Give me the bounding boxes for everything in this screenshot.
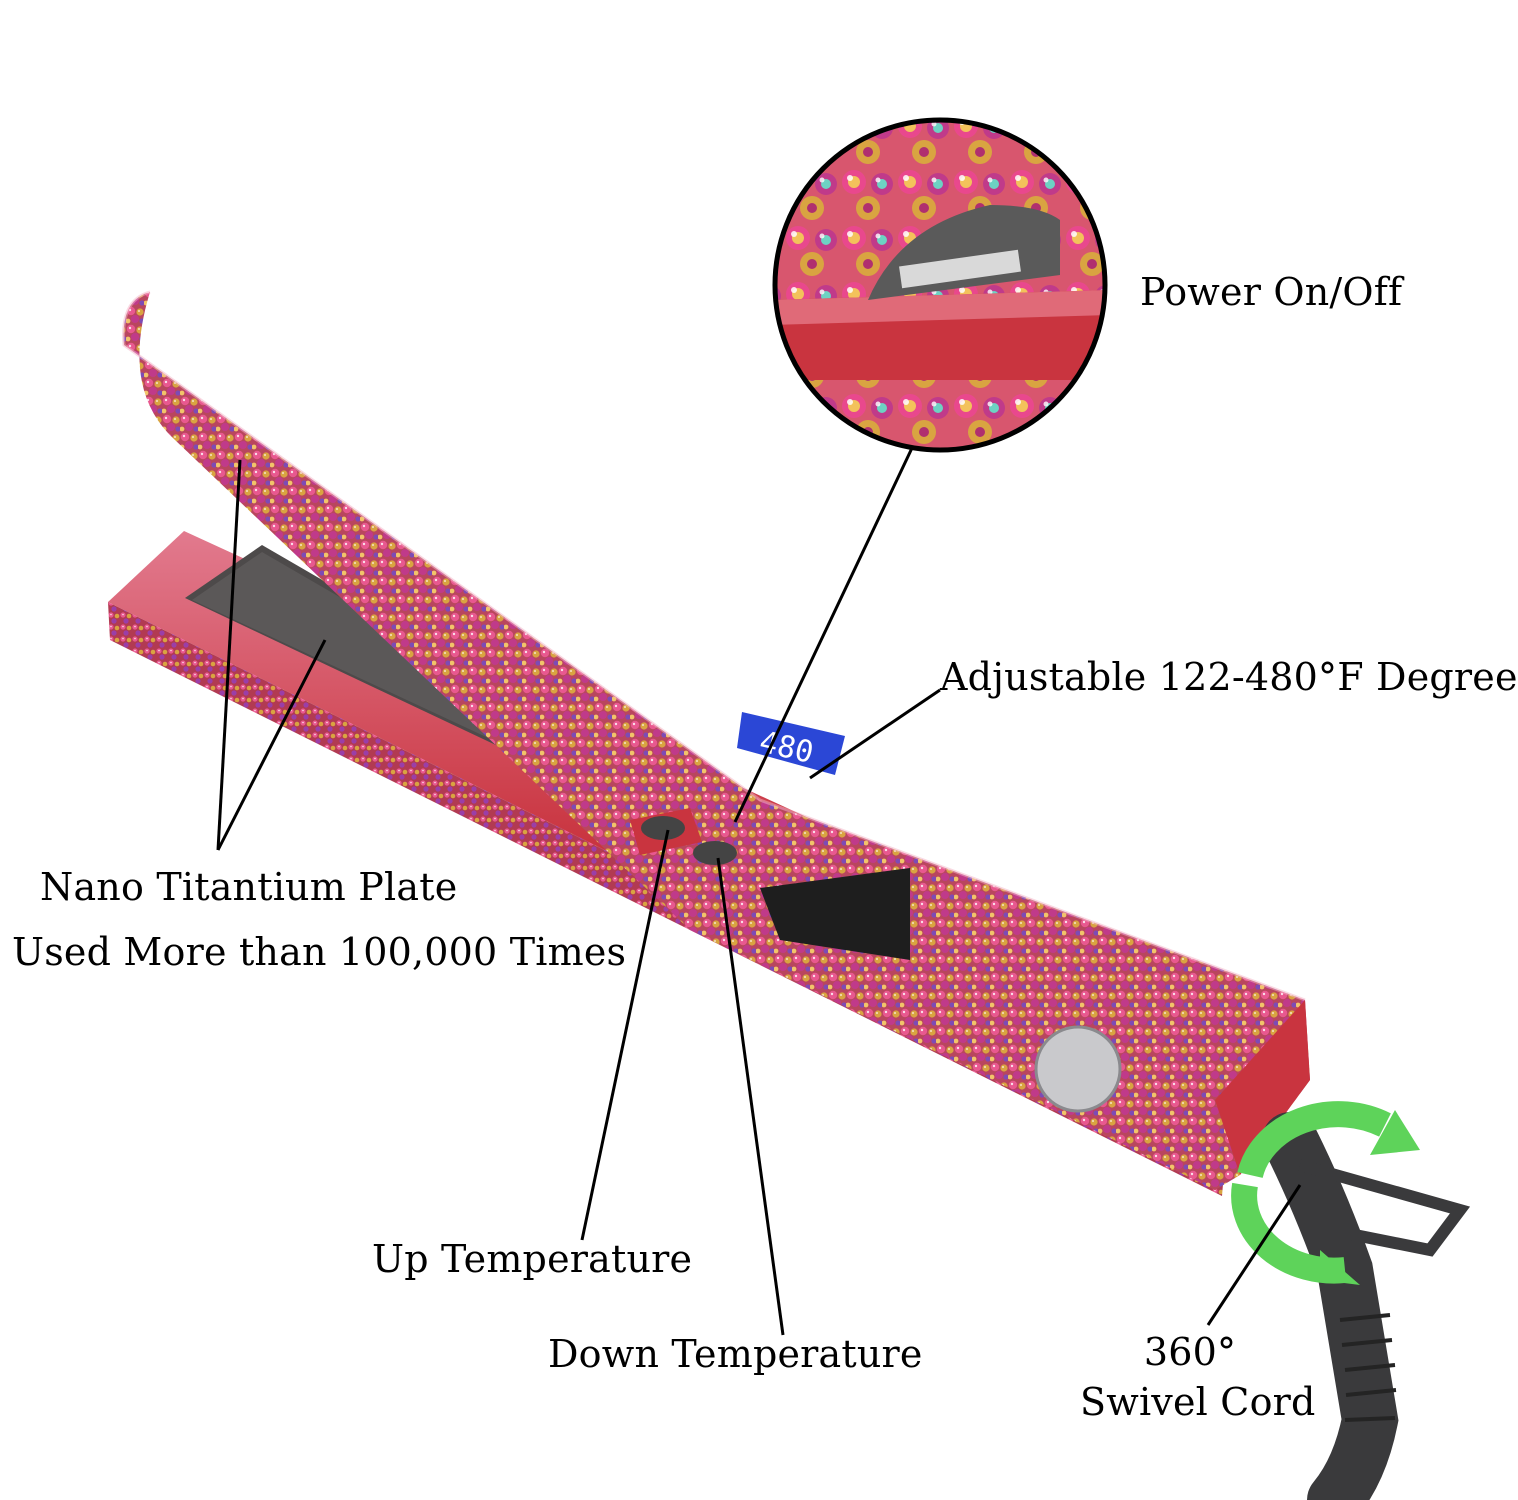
upper-arm: 480 bbox=[122, 290, 1310, 1190]
zoom-circle bbox=[772, 117, 1108, 453]
swivel-arrows bbox=[1231, 1101, 1420, 1285]
down-temperature-button[interactable] bbox=[693, 841, 737, 865]
lcd-display bbox=[737, 712, 845, 775]
adjustable-temperature-label: Adjustable 122-480°F Degree bbox=[940, 655, 1518, 699]
callout-lines bbox=[216, 447, 1302, 1336]
plate-label-line2: Used More than 100,000 Times bbox=[12, 930, 627, 974]
arrow-head-icon bbox=[1370, 1110, 1420, 1155]
hinge-button bbox=[1034, 1025, 1122, 1113]
swivel-label-line1: 360° bbox=[1143, 1330, 1237, 1374]
plate-label-line1: Nano Titantium Plate bbox=[40, 865, 458, 909]
up-temperature-button[interactable] bbox=[641, 816, 685, 840]
swivel-label-line2: Swivel Cord bbox=[1080, 1380, 1316, 1424]
down-temperature-label: Down Temperature bbox=[548, 1332, 923, 1376]
swivel-cord bbox=[1262, 1112, 1471, 1500]
safety-label-panel bbox=[760, 868, 910, 960]
power-label: Power On/Off bbox=[1140, 270, 1403, 314]
arrow-head-icon bbox=[1320, 1250, 1360, 1285]
up-temperature-label: Up Temperature bbox=[372, 1237, 693, 1281]
power-switch-zoom bbox=[772, 117, 1108, 453]
